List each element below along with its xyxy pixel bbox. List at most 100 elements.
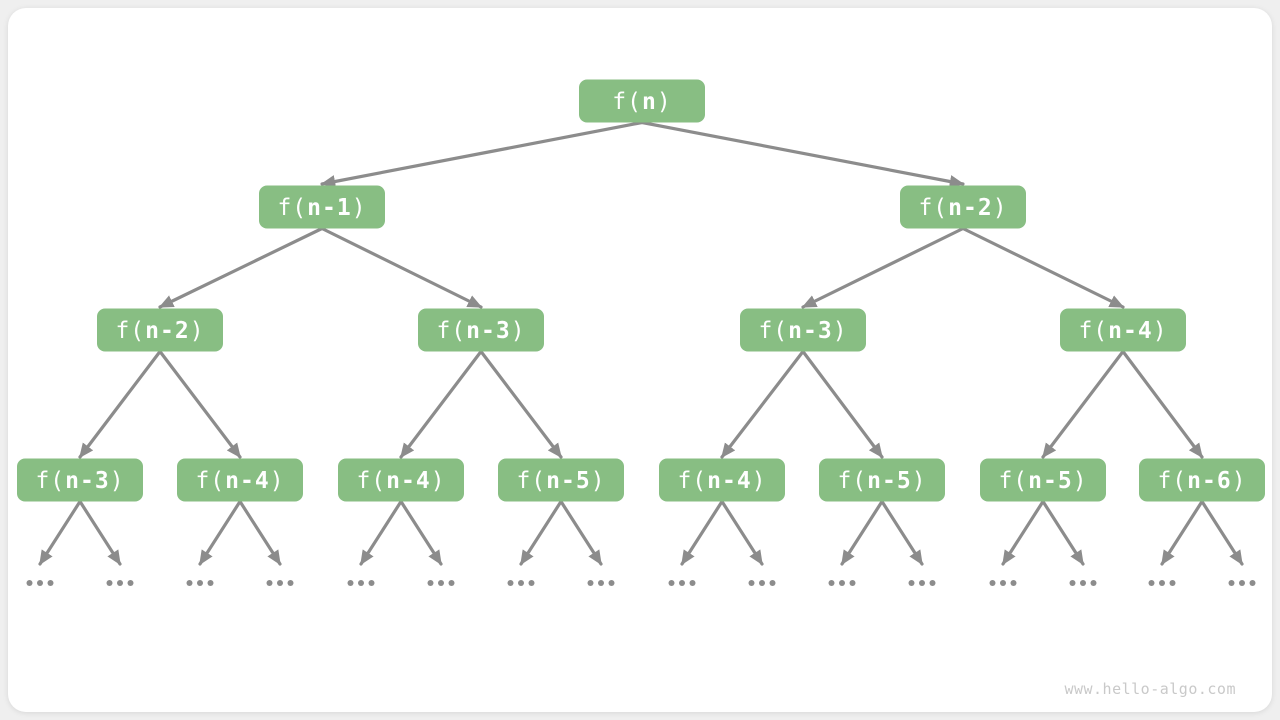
- node-box: [900, 185, 1026, 229]
- ellipsis-dot: [759, 580, 765, 586]
- tree-edge-arrow: [399, 349, 483, 459]
- ellipsis-dot: [839, 580, 845, 586]
- ellipsis-dot: [347, 580, 354, 586]
- node-label: f(n-5): [837, 468, 926, 494]
- tree-edge-arrow: [479, 349, 563, 459]
- ellipsis-dot: [1069, 580, 1076, 586]
- node-box: [259, 185, 385, 229]
- ellipsis-dot: [1000, 580, 1006, 586]
- tree-node-c7: f(n-5): [980, 458, 1106, 502]
- tree-edge-arrow: [158, 226, 324, 309]
- tree-edge-arrow: [1121, 349, 1204, 459]
- tree-edge-arrow: [1041, 349, 1125, 459]
- node-label: f(n-5): [516, 468, 605, 494]
- tree-edge-arrow: [320, 120, 644, 188]
- tree-edge-arrow: [1001, 499, 1045, 566]
- ellipsis-dot: [507, 580, 514, 586]
- node-box: [819, 458, 945, 502]
- tree-edge-arrow: [38, 499, 82, 566]
- node-label: f(n-4): [1078, 318, 1167, 344]
- node-box: [659, 458, 785, 502]
- ellipsis-dot: [427, 580, 434, 586]
- tree-edge-arrow: [880, 499, 924, 566]
- node-label: f(n-2): [115, 318, 204, 344]
- ellipsis-dot: [1080, 580, 1086, 586]
- ellipsis: [1228, 580, 1256, 586]
- ellipsis-dot: [1159, 580, 1165, 586]
- node-label: f(n-5): [998, 468, 1087, 494]
- tree-edge-arrow: [198, 499, 242, 566]
- ellipsis-dot: [368, 580, 375, 586]
- ellipsis-dot: [748, 580, 755, 586]
- tree-edge-arrow: [720, 499, 764, 566]
- ellipsis: [989, 580, 1017, 586]
- ellipsis-dot: [1169, 580, 1176, 586]
- tree-node-root: f(n): [579, 79, 705, 123]
- tree-edge-arrow: [680, 499, 724, 566]
- ellipsis-dot: [37, 580, 43, 586]
- node-label: f(n-2): [918, 195, 1007, 221]
- ellipsis-dot: [277, 580, 283, 586]
- ellipsis: [347, 580, 375, 586]
- node-box: [418, 308, 544, 352]
- tree-edge-arrow: [801, 349, 884, 459]
- node-box: [980, 458, 1106, 502]
- node-box: [579, 79, 705, 123]
- tree-edge-arrow: [359, 499, 403, 566]
- ellipsis-dot: [929, 580, 936, 586]
- tree-node-c2: f(n-4): [177, 458, 303, 502]
- node-label: f(n-3): [436, 318, 525, 344]
- tree-edge-arrow: [238, 499, 282, 566]
- ellipsis: [1069, 580, 1097, 586]
- tree-edge-arrow: [1160, 499, 1204, 566]
- node-box: [97, 308, 223, 352]
- ellipsis-dot: [47, 580, 54, 586]
- tree-edge-arrow: [1041, 499, 1085, 566]
- ellipsis-dot: [1249, 580, 1256, 586]
- ellipsis-dot: [438, 580, 444, 586]
- ellipsis-dot: [518, 580, 524, 586]
- node-label: f(n-1): [277, 195, 366, 221]
- ellipsis-dot: [26, 580, 33, 586]
- ellipsis-dot: [207, 580, 214, 586]
- tree-edge-arrow: [320, 226, 483, 309]
- ellipsis: [1148, 580, 1176, 586]
- ellipsis-dot: [186, 580, 193, 586]
- tree-node-a2: f(n-2): [900, 185, 1026, 229]
- ellipsis-dot: [908, 580, 915, 586]
- ellipsis-dot: [919, 580, 925, 586]
- tree-node-c3: f(n-4): [338, 458, 464, 502]
- node-box: [498, 458, 624, 502]
- ellipsis-dot: [1010, 580, 1017, 586]
- ellipsis-dot: [989, 580, 996, 586]
- ellipsis-dot: [1148, 580, 1155, 586]
- tree-edge-arrow: [961, 226, 1125, 309]
- tree-edge-arrow: [559, 499, 603, 566]
- tree-edge-arrow: [801, 226, 965, 309]
- ellipsis-dot: [1228, 580, 1235, 586]
- nodes-layer: f(n) f(n-1) f(n-2) f(n-2) f(n-3) f(n-3) f(n-4)…: [17, 79, 1265, 502]
- tree-edge-arrow: [519, 499, 563, 566]
- ellipsis-dot: [266, 580, 273, 586]
- ellipsis-dot: [668, 580, 675, 586]
- tree-edge-arrow: [840, 499, 884, 566]
- tree-node-b4: f(n-4): [1060, 308, 1186, 352]
- tree-edge-arrow: [399, 499, 443, 566]
- ellipsis-dot: [287, 580, 294, 586]
- node-label: f(n-3): [758, 318, 847, 344]
- tree-node-c5: f(n-4): [659, 458, 785, 502]
- node-label: f(n-4): [356, 468, 445, 494]
- node-label: f(n-4): [195, 468, 284, 494]
- ellipsis: [748, 580, 776, 586]
- tree-node-b2: f(n-3): [418, 308, 544, 352]
- ellipsis: [266, 580, 294, 586]
- ellipsis: [668, 580, 696, 586]
- ellipsis-dot: [849, 580, 856, 586]
- ellipsis-dot: [587, 580, 594, 586]
- tree-node-a1: f(n-1): [259, 185, 385, 229]
- node-label: f(n-6): [1157, 468, 1246, 494]
- ellipsis: [26, 580, 54, 586]
- ellipsis-layer: [26, 580, 1256, 586]
